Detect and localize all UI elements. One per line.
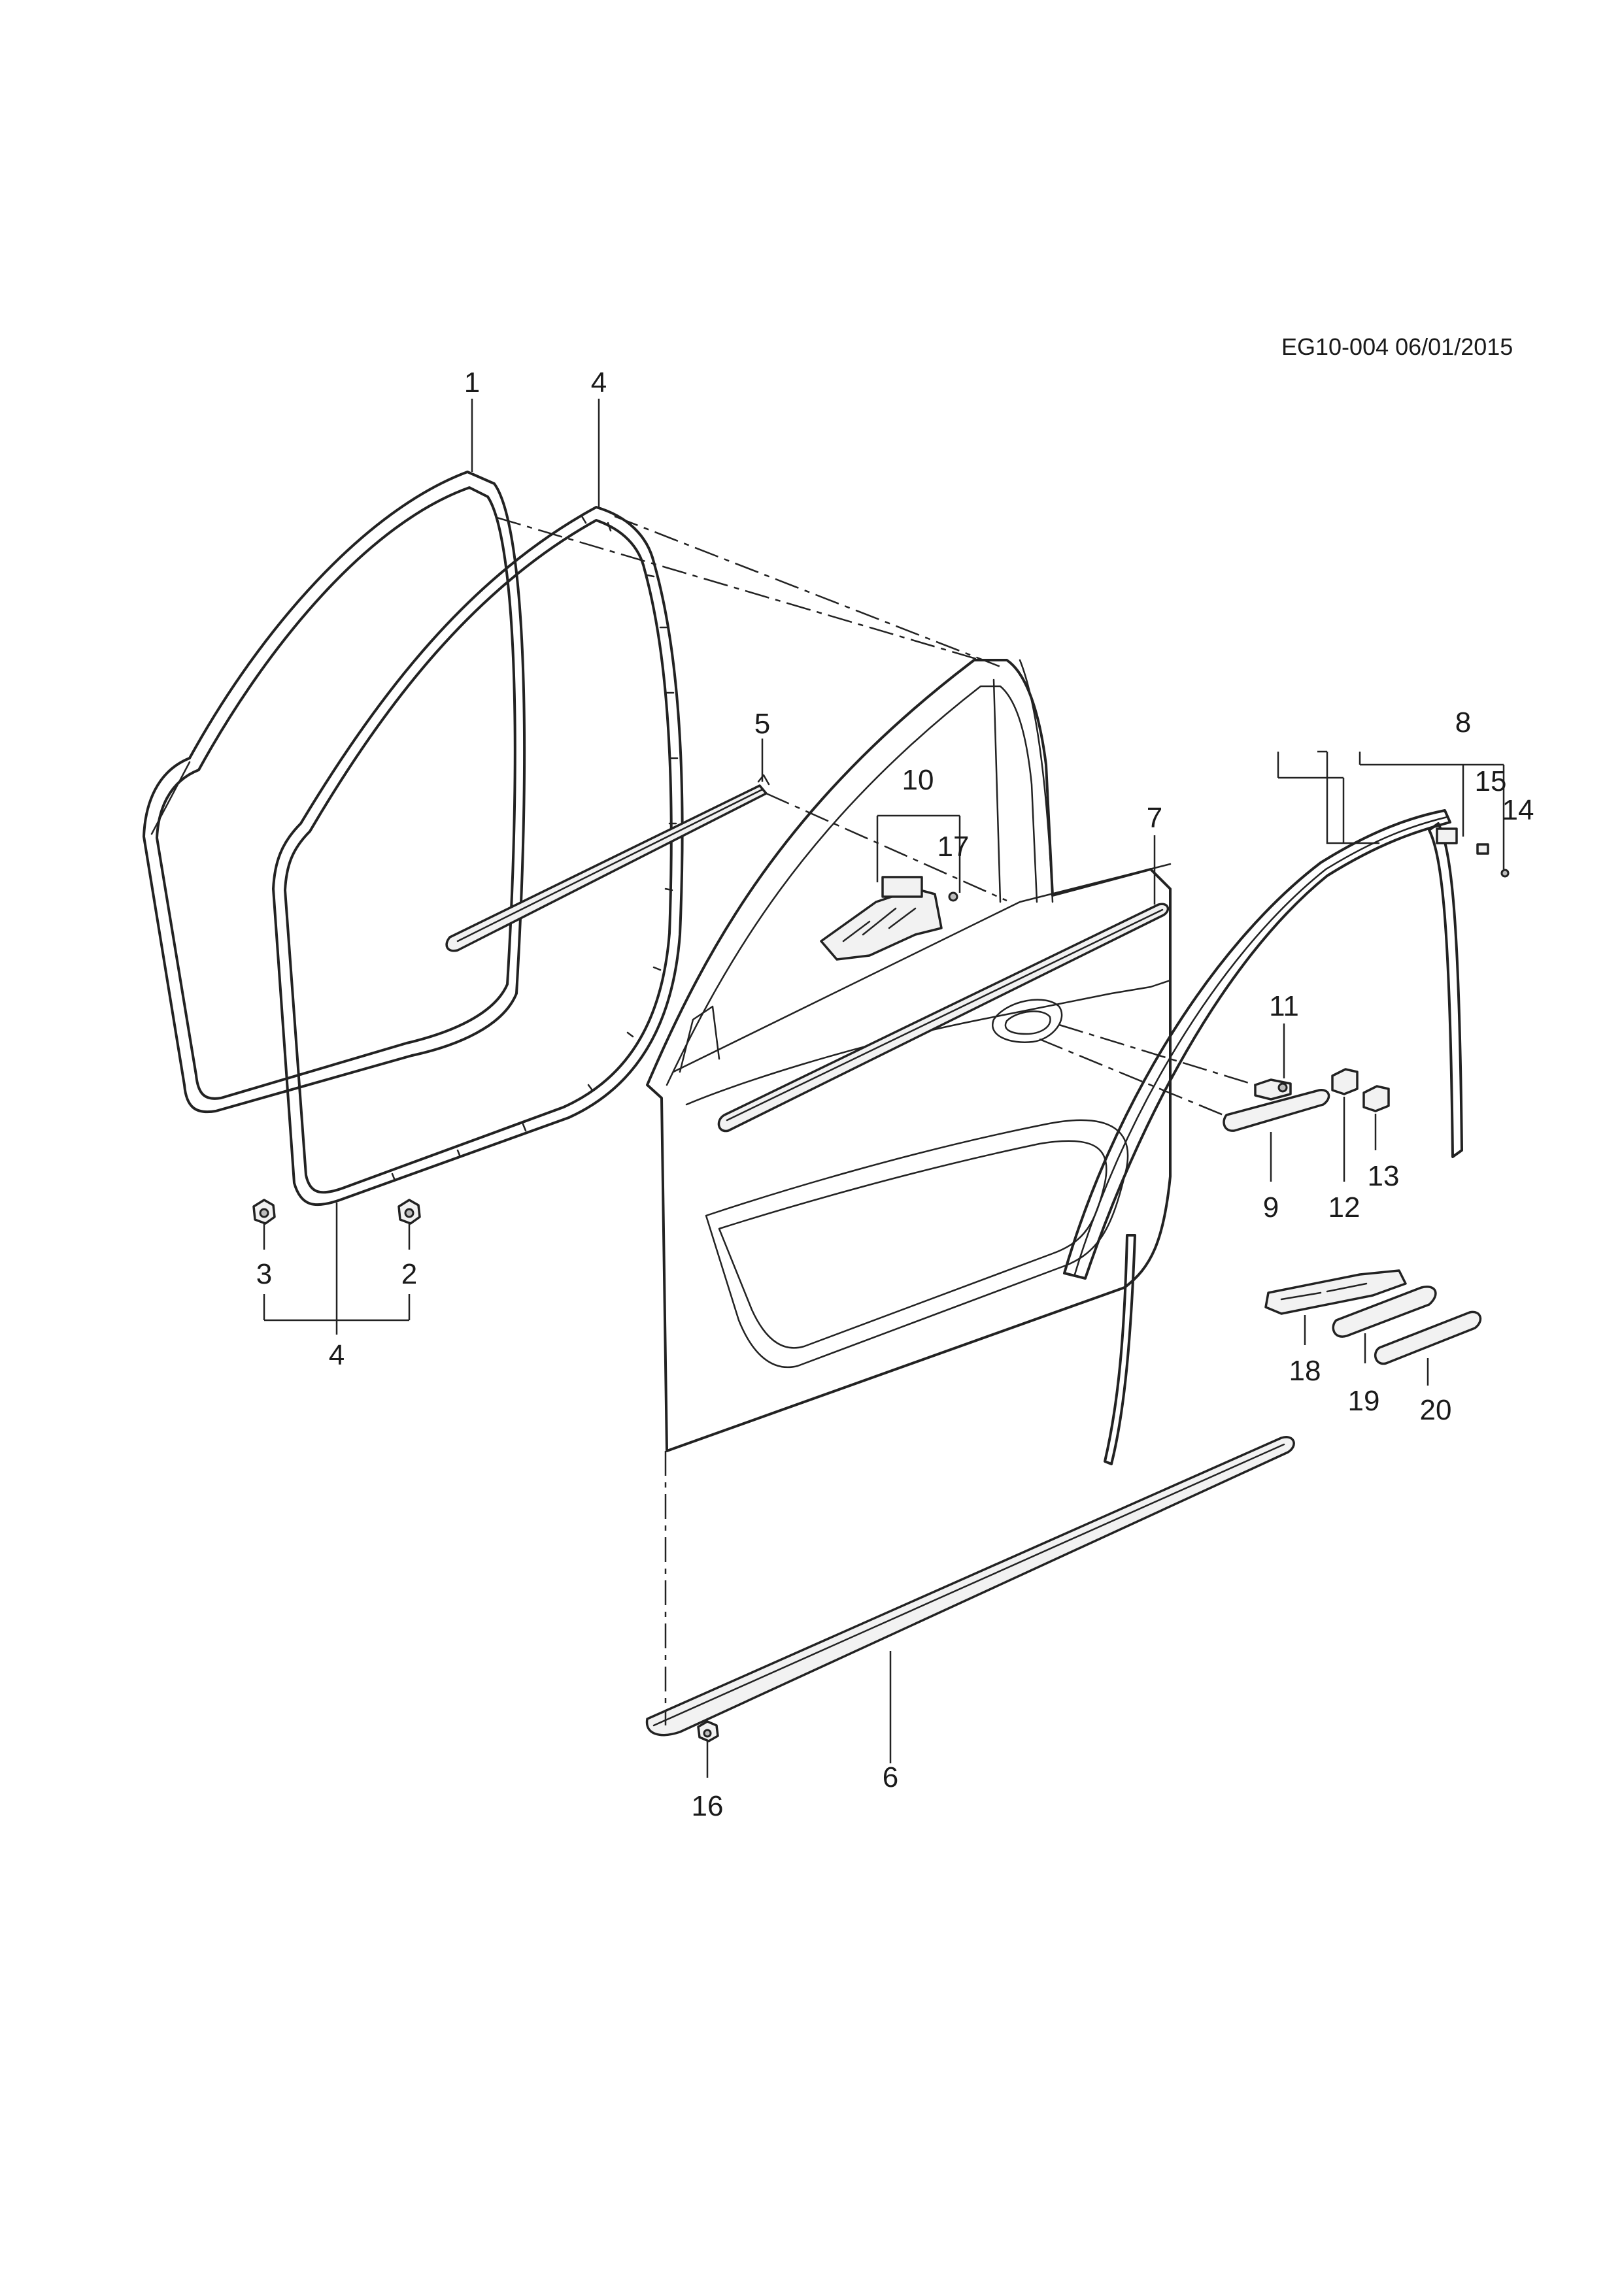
callout-16: 16 xyxy=(691,1790,724,1822)
fastener-2 xyxy=(397,1199,421,1225)
callout-8: 8 xyxy=(1455,707,1472,739)
callout-18: 18 xyxy=(1289,1355,1321,1387)
callout-6: 6 xyxy=(882,1761,899,1793)
document-id: EG10-004 06/01/2015 xyxy=(1281,333,1513,360)
callout-5: 5 xyxy=(754,708,771,740)
callout-13: 13 xyxy=(1367,1160,1400,1192)
callout-19: 19 xyxy=(1347,1385,1380,1417)
callout-17: 17 xyxy=(937,831,970,863)
callout-9: 9 xyxy=(1262,1191,1279,1223)
door-frame-seal xyxy=(272,506,684,1206)
fastener-16 xyxy=(697,1720,719,1742)
callout-14: 14 xyxy=(1502,794,1534,826)
outer-belt-molding xyxy=(717,903,1170,1133)
callout-3: 3 xyxy=(256,1258,273,1290)
alignment-lines xyxy=(496,515,1256,1725)
weatherstrip-outer xyxy=(143,471,526,1114)
callout-7: 7 xyxy=(1146,802,1163,834)
window-frame-trim xyxy=(1063,809,1510,1465)
handle-bracket-11 xyxy=(1254,1078,1292,1101)
handle-cap-13 xyxy=(1362,1085,1390,1112)
lower-door-molding xyxy=(645,1436,1295,1737)
handle-cap-12 xyxy=(1331,1068,1359,1095)
callout-11: 11 xyxy=(1269,990,1299,1022)
callout-20: 20 xyxy=(1419,1394,1452,1426)
callout-10: 10 xyxy=(902,764,934,796)
leader-lines xyxy=(263,399,1505,1778)
callout-15: 15 xyxy=(1474,765,1507,797)
outside-handle-9 xyxy=(1223,1089,1330,1132)
handle-frame-18 xyxy=(1264,1269,1407,1315)
callout-4-bottom: 4 xyxy=(328,1339,345,1371)
callout-2: 2 xyxy=(401,1258,418,1290)
callout-12: 12 xyxy=(1328,1191,1360,1223)
callout-1: 1 xyxy=(464,367,481,399)
fastener-3 xyxy=(252,1199,276,1225)
callout-4-top: 4 xyxy=(590,367,607,399)
handle-trim-20 xyxy=(1374,1310,1482,1365)
handle-cover-19 xyxy=(1332,1286,1437,1338)
lock-module xyxy=(820,876,958,961)
door-shell xyxy=(646,659,1172,1452)
inner-belt-molding xyxy=(445,774,770,952)
